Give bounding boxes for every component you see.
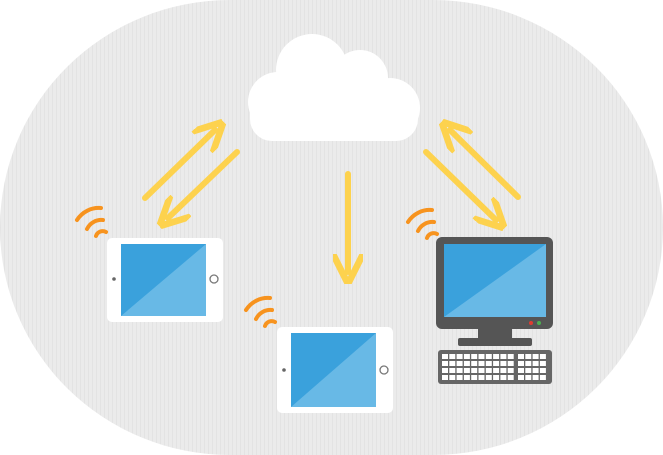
keyboard-key (478, 361, 485, 366)
keyboard-key (485, 375, 492, 380)
desktop-computer-icon (436, 237, 553, 384)
arrow-tablet-to-cloud (142, 130, 215, 201)
keyboard-key (493, 361, 500, 366)
tablet-home-button (379, 365, 389, 375)
keyboard-key (456, 361, 463, 366)
arrow-cloud-to-tablet (168, 149, 240, 218)
keyboard-key (532, 368, 539, 373)
keyboard-key (442, 354, 448, 359)
keyboard-key (485, 361, 492, 366)
keyboard-key (442, 361, 448, 366)
wifi-signal-icon (244, 295, 277, 328)
wifi-signal-icon (406, 207, 439, 240)
tablet-camera (282, 368, 286, 372)
keyboard-key (518, 361, 524, 366)
power-led-green (537, 321, 541, 325)
keyboard-key (485, 368, 492, 373)
keyboard-key (478, 368, 485, 373)
keyboard-key (525, 354, 532, 359)
keyboard-key (507, 354, 514, 359)
arrow-cloud-to-desktop (423, 149, 496, 220)
keyboard-key (539, 354, 546, 359)
cloud-icon (248, 34, 420, 141)
keyboard-key (500, 375, 507, 380)
keyboard-key (500, 354, 507, 359)
keyboard-key (449, 361, 456, 366)
keyboard-key (485, 354, 492, 359)
keyboard-icon (438, 350, 552, 384)
tablet-home-button (209, 274, 219, 284)
keyboard-key (449, 354, 456, 359)
tablet-camera (112, 277, 116, 281)
keyboard-key (532, 361, 539, 366)
keyboard-key (539, 368, 546, 373)
keyboard-key (500, 361, 507, 366)
keyboard-key (449, 368, 456, 373)
keyboard-key (478, 375, 485, 380)
monitor-base (458, 338, 532, 346)
wifi-signal-icon (75, 205, 108, 238)
keyboard-key (478, 354, 485, 359)
keyboard-key (493, 354, 500, 359)
power-led-red (529, 321, 533, 325)
keyboard-key (471, 368, 478, 373)
keyboard-key (507, 375, 514, 380)
keyboard-key (507, 368, 514, 373)
keyboard-key (493, 375, 500, 380)
keyboard-key (471, 375, 478, 380)
keyboard-key (539, 375, 546, 380)
keyboard-key (518, 354, 524, 359)
monitor-neck (478, 329, 512, 339)
tablet-icon (277, 327, 393, 413)
keyboard-key (442, 368, 448, 373)
keyboard-key (518, 375, 524, 380)
keyboard-key (518, 368, 524, 373)
keyboard-key (525, 375, 532, 380)
keyboard-key (463, 368, 470, 373)
keyboard-key (532, 354, 539, 359)
keyboard-key (507, 361, 514, 366)
keyboard-key (471, 361, 478, 366)
keyboard-key (463, 354, 470, 359)
keyboard-key (449, 375, 456, 380)
keyboard-key (500, 368, 507, 373)
keyboard-key (525, 368, 532, 373)
keyboard-key (493, 368, 500, 373)
keyboard-key (463, 375, 470, 380)
keyboard-key (532, 375, 539, 380)
tablet-icon (107, 238, 223, 322)
keyboard-key (456, 368, 463, 373)
arrow-desktop-to-cloud (450, 130, 521, 200)
keyboard-key (456, 375, 463, 380)
keyboard-key (456, 354, 463, 359)
keyboard-key (442, 375, 448, 380)
keyboard-key (471, 354, 478, 359)
keyboard-key (539, 361, 546, 366)
keyboard-key (525, 361, 532, 366)
keyboard-key (463, 361, 470, 366)
